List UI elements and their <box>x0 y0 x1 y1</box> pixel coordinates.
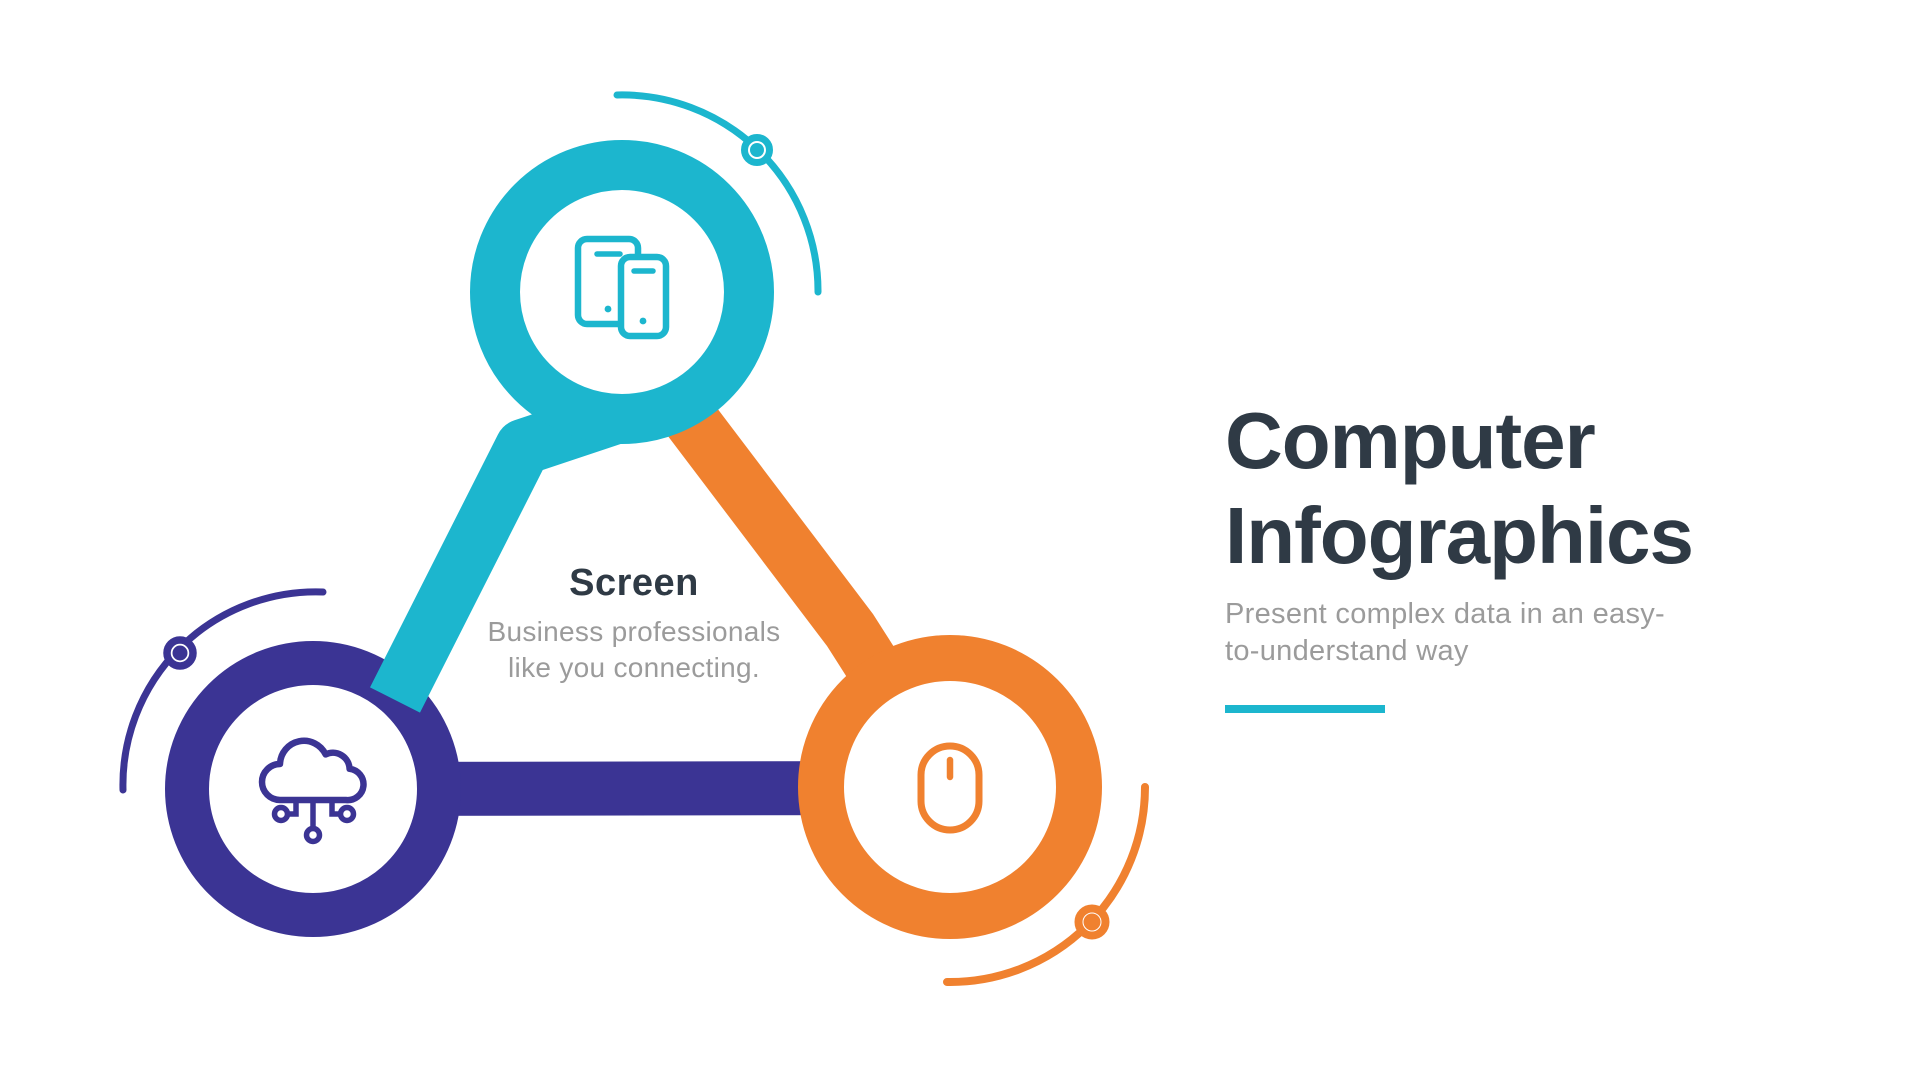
header-block: Computer Infographics Present complex da… <box>1225 393 1765 713</box>
decor-dot-bottom-right-icon <box>1083 913 1101 931</box>
node-title: Screen <box>569 562 699 604</box>
title-underline <box>1225 705 1385 713</box>
node-description: Business professionals like you connecti… <box>487 616 781 683</box>
decor-arc-top <box>613 91 822 296</box>
decor-arc-left <box>119 588 327 794</box>
node-ring-cloud <box>165 641 461 937</box>
page-subtitle: Present complex data in an easy-to-under… <box>1225 598 1665 667</box>
smartphones-icon <box>574 235 670 340</box>
center-label: Screen Business professionals like you c… <box>467 560 801 686</box>
decor-arc-bottom-right <box>943 783 1149 987</box>
mouse-icon <box>917 742 983 834</box>
page-title: Computer Infographics <box>1225 396 1694 580</box>
decor-dot-left-icon <box>172 645 188 661</box>
cloud-network-icon <box>258 737 367 845</box>
decor-dot-top-icon <box>750 143 764 157</box>
